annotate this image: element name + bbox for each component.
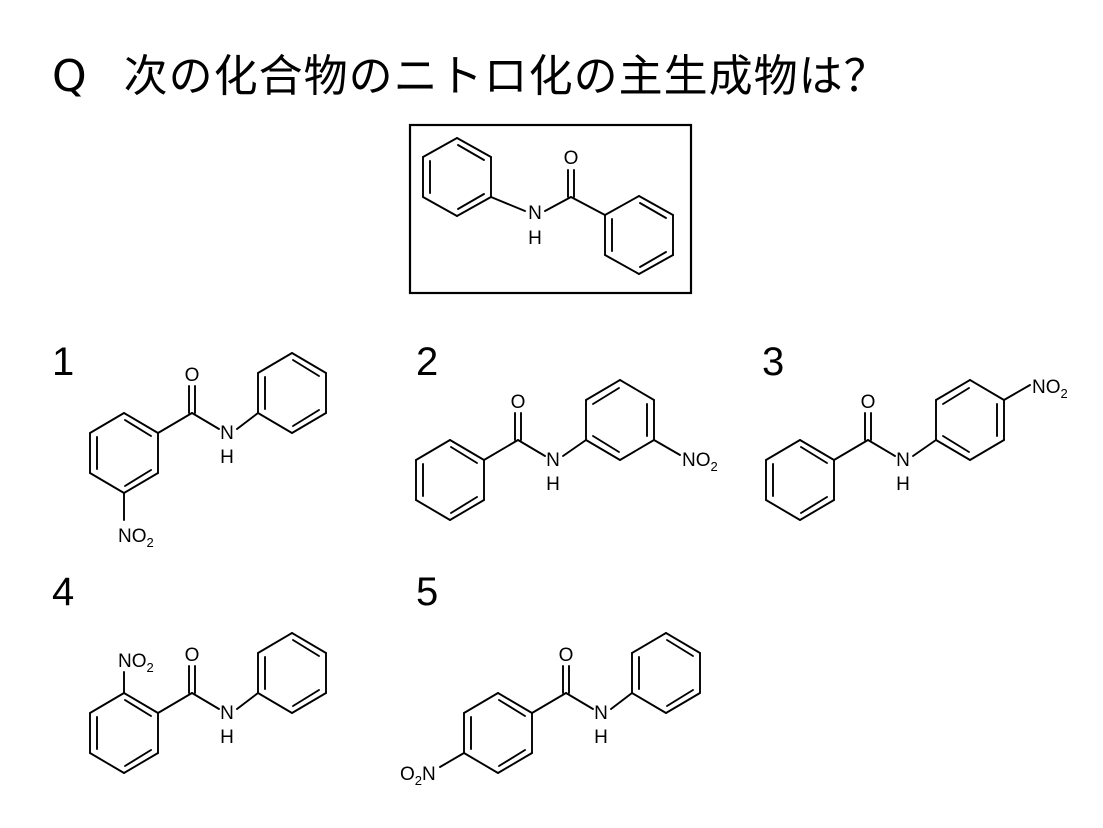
choice-5-nitrogen-label: N bbox=[594, 703, 608, 724]
choice-5-nitro-label: O2N bbox=[400, 764, 436, 788]
question-heading: Q 次の化合物のニトロ化の主生成物は？ bbox=[52, 40, 889, 104]
question-text: 次の化合物のニトロ化の主生成物は？ bbox=[123, 51, 889, 102]
reactant-nitrogen-label: N bbox=[528, 203, 542, 224]
reactant-hydrogen-label: H bbox=[528, 228, 542, 249]
choice-3-nitrogen-label: N bbox=[896, 450, 910, 471]
choice-1-structure: NO2 O N H bbox=[89, 352, 327, 550]
choice-3-hydrogen-label: H bbox=[896, 474, 910, 495]
choice-2-nitro-label: NO2 bbox=[682, 450, 718, 474]
choice-4-hydrogen-label: H bbox=[220, 727, 234, 748]
choice-4-oxygen-label: O bbox=[185, 645, 200, 666]
reactant-oxygen-label: O bbox=[564, 148, 579, 169]
reactant-box bbox=[408, 123, 693, 295]
choice-1-oxygen-label: O bbox=[185, 365, 200, 386]
choice-5-oxygen-label: O bbox=[559, 645, 574, 666]
choice-1-hydrogen-label: H bbox=[220, 447, 234, 468]
choice-number-1: 1 bbox=[52, 340, 75, 384]
choice-3-oxygen-label: O bbox=[861, 392, 876, 413]
choice-4-nitro-label: NO2 bbox=[118, 651, 154, 675]
choice-number-5: 5 bbox=[416, 570, 439, 614]
choice-number-4: 4 bbox=[52, 570, 75, 614]
choice-2-nitrogen-label: N bbox=[546, 450, 560, 471]
question-prefix: Q bbox=[52, 51, 88, 102]
reactant-structure: O N H bbox=[422, 137, 674, 275]
choice-1-nitrogen-label: N bbox=[220, 423, 234, 444]
choice-5-structure: O2N O N H bbox=[400, 632, 701, 788]
choice-1-nitro-label: NO2 bbox=[118, 526, 154, 550]
choice-4-structure: NO2 O N H bbox=[89, 632, 327, 774]
choice-5-hydrogen-label: H bbox=[594, 727, 608, 748]
choice-number-3: 3 bbox=[762, 340, 785, 384]
choice-3-nitro-label: NO2 bbox=[1032, 377, 1068, 401]
choice-3-structure: O N H NO2 bbox=[765, 377, 1068, 521]
choice-4-nitrogen-label: N bbox=[220, 703, 234, 724]
choice-2-structure: O N H NO2 bbox=[415, 379, 718, 521]
choice-2-hydrogen-label: H bbox=[546, 474, 560, 495]
choice-2-oxygen-label: O bbox=[511, 392, 526, 413]
choice-number-2: 2 bbox=[416, 340, 439, 384]
